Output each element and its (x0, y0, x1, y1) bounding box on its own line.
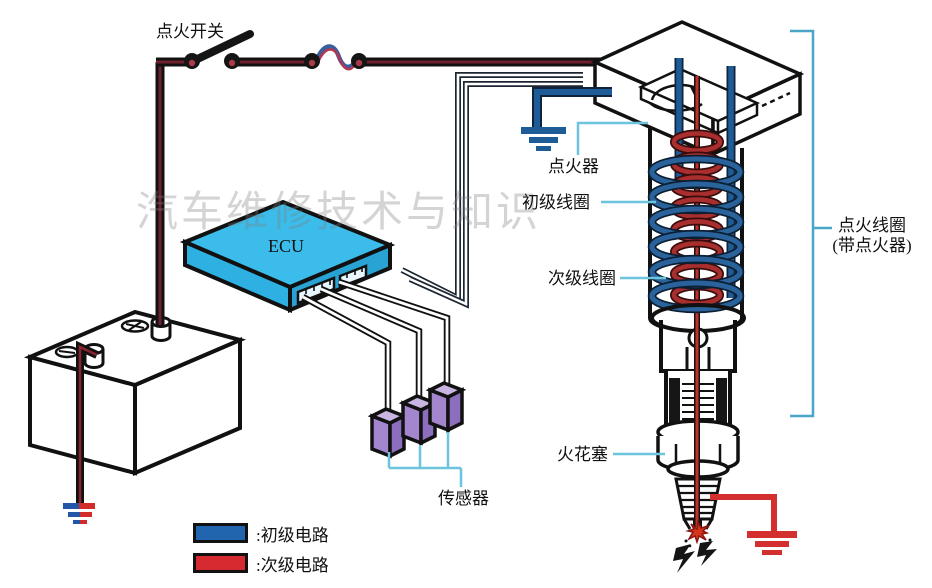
spark-plug-ground-wire (710, 494, 797, 555)
label-ecu: ECU (268, 236, 304, 256)
legend-swatch-primary (193, 523, 248, 543)
label-igniter: 点火器 (548, 157, 599, 176)
legend: :初级电路 :次级电路 (193, 522, 329, 582)
sensor-box-1 (367, 407, 409, 459)
battery-ground-symbol (63, 503, 95, 524)
legend-label-primary: :初级电路 (256, 525, 329, 545)
primary-winding (647, 154, 745, 314)
fuse-symbol (304, 44, 367, 71)
label-pointer-lines (576, 121, 666, 456)
ignition-coil-bracket (790, 29, 832, 418)
battery-ground-wire (76, 340, 99, 503)
label-ignition-coil-line2: (带点火器) (832, 236, 912, 256)
label-ignition-coil: 点火线圈 (带点火器) (824, 216, 920, 257)
label-primary-coil: 初级线圈 (522, 193, 590, 212)
label-ignition-coil-line1: 点火线圈 (838, 216, 906, 235)
igniter-to-ecu-wires (400, 72, 583, 309)
legend-label-secondary: :次级电路 (256, 555, 329, 575)
label-spark-plug: 火花塞 (557, 445, 608, 464)
ecu-to-sensor-wires (301, 278, 451, 414)
ignition-switch-symbol (184, 30, 254, 69)
legend-item-secondary: :次级电路 (193, 552, 329, 575)
lightning-bolt-icon (673, 544, 695, 573)
label-ignition-switch: 点火开关 (156, 22, 224, 41)
label-secondary-coil: 次级线圈 (548, 269, 616, 288)
ground-symbol-blue (521, 127, 566, 134)
sensor-pointer-lines (387, 432, 463, 487)
spark-flash (673, 519, 717, 573)
ground-symbol-red (747, 531, 797, 538)
lightning-bolt-icon (697, 541, 717, 566)
label-sensor: 传感器 (438, 489, 489, 508)
primary-power-wire (155, 57, 612, 325)
legend-swatch-secondary (193, 553, 248, 573)
legend-item-primary: :初级电路 (193, 522, 329, 545)
sensor-box-3 (425, 381, 467, 433)
battery (23, 309, 247, 477)
watermark: 汽车维修技术与知识 (136, 190, 542, 236)
igniter-ground-wire (521, 87, 612, 151)
